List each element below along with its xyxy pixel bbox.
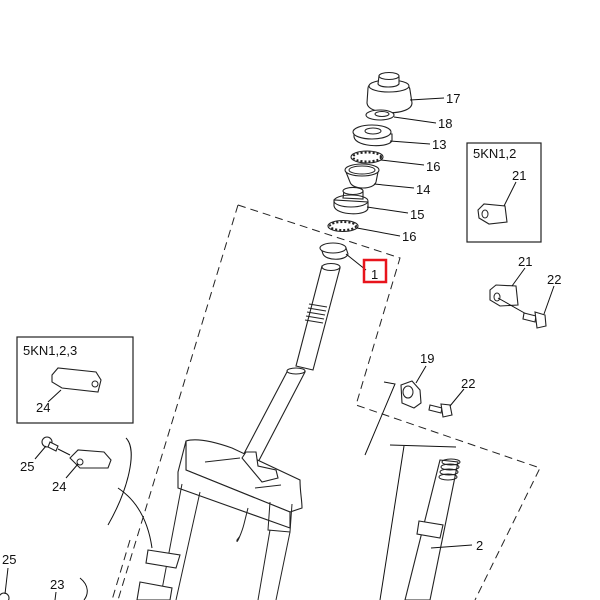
callout-14: 14 xyxy=(416,182,430,197)
brake-hose xyxy=(117,487,153,549)
part-16-ball-race-lower[interactable] xyxy=(327,219,359,233)
inset-title-5kn12: 5KN1,2 xyxy=(473,146,516,161)
part-2-fork-tube[interactable] xyxy=(404,458,461,600)
callout-17: 17 xyxy=(446,91,460,106)
bolt-axis xyxy=(57,448,71,456)
callout-2: 2 xyxy=(476,538,483,553)
callout-21-inset: 21 xyxy=(512,168,526,183)
callout-18: 18 xyxy=(438,116,452,131)
part-25-bolt-lower[interactable] xyxy=(0,592,10,600)
cable-top xyxy=(389,444,457,448)
inset-21-clamp[interactable] xyxy=(477,203,508,225)
inset-5kn12: 5KN1,2 21 xyxy=(466,142,542,243)
callout-16-upper: 16 xyxy=(426,159,440,174)
under-bracket[interactable] xyxy=(177,439,303,542)
selection-highlight xyxy=(362,258,388,284)
callout-25: 25 xyxy=(20,459,34,474)
part-16-ball-race-upper[interactable] xyxy=(350,150,384,164)
part-25-bolt[interactable] xyxy=(41,436,59,452)
part-19-guide[interactable] xyxy=(400,380,422,409)
callout-21: 21 xyxy=(518,254,532,269)
part-14-race[interactable] xyxy=(344,163,380,189)
callout-24: 24 xyxy=(52,479,66,494)
callout-15: 15 xyxy=(410,207,424,222)
callout-13: 13 xyxy=(432,137,446,152)
fork-tube-left xyxy=(136,483,201,600)
inset-24-clamp[interactable] xyxy=(51,367,102,393)
inset-5kn123: 5KN1,2,3 24 xyxy=(16,336,134,424)
clamp-axis xyxy=(497,297,529,316)
part-18-washer[interactable] xyxy=(365,109,395,121)
callout-24-inset: 24 xyxy=(36,400,50,415)
callout-22-lower: 22 xyxy=(461,376,475,391)
brace-upper xyxy=(107,437,132,526)
callout-22-upper: 22 xyxy=(547,272,561,287)
part-13-nut[interactable] xyxy=(352,124,393,147)
cable-19 xyxy=(364,381,396,456)
part-22-bolt-upper[interactable] xyxy=(522,311,547,329)
inset-title-5kn123: 5KN1,2,3 xyxy=(23,343,77,358)
lower-dash xyxy=(111,539,131,600)
part-21-clamp[interactable] xyxy=(489,284,519,307)
brace-lower xyxy=(79,577,88,600)
steering-stem[interactable] xyxy=(237,262,341,471)
callout-1[interactable]: 1 xyxy=(371,267,378,282)
callout-25-lower: 25 xyxy=(2,552,16,567)
cable-line xyxy=(379,445,405,600)
part-24-clamp[interactable] xyxy=(69,449,112,469)
leader-lines xyxy=(4,97,555,600)
part-17-cap[interactable] xyxy=(366,71,413,114)
part-15-race[interactable] xyxy=(333,186,369,215)
fork-tube-right xyxy=(257,529,291,600)
left-group-outline xyxy=(117,204,239,600)
callout-16-lower: 16 xyxy=(402,229,416,244)
callout-19: 19 xyxy=(420,351,434,366)
part-22-bolt-lower[interactable] xyxy=(428,403,453,418)
part-1-seal[interactable] xyxy=(319,242,349,260)
callout-23: 23 xyxy=(50,577,64,592)
